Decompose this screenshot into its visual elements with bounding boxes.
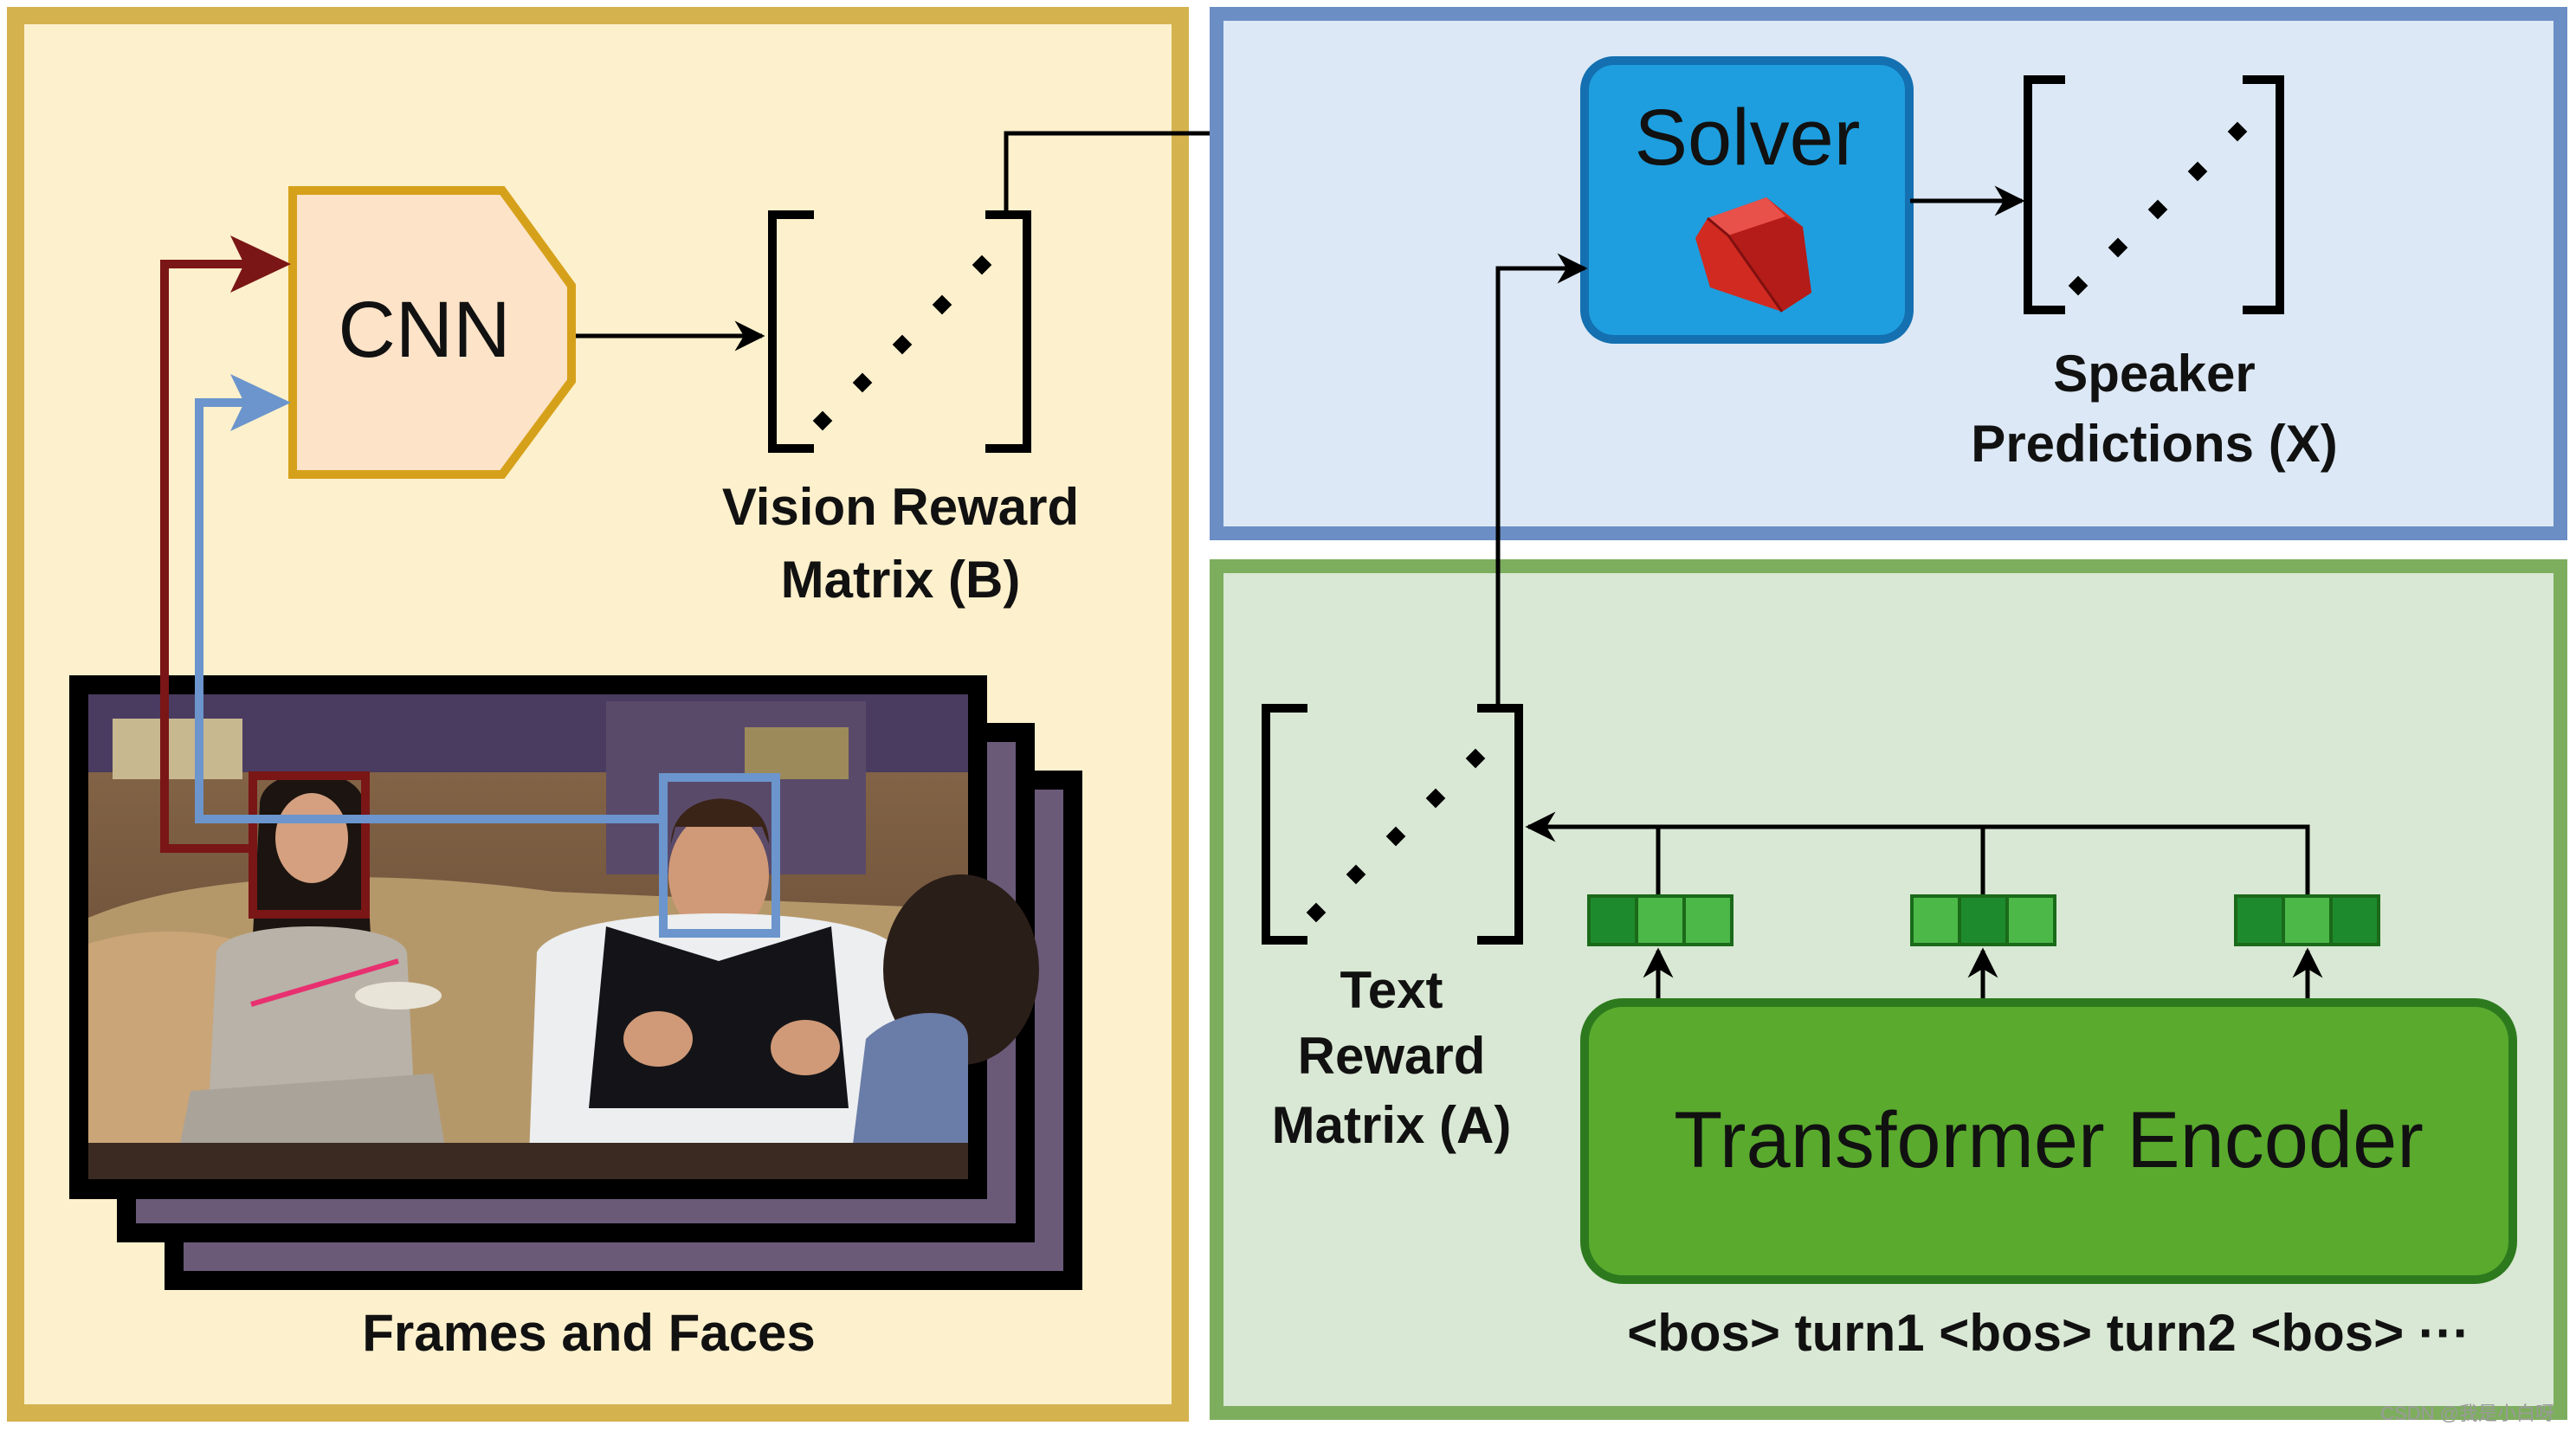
solver-block: Solver bbox=[1580, 56, 1914, 344]
speaker-label-line2: Predictions (X) bbox=[1971, 415, 2337, 473]
cnn-label: CNN bbox=[338, 286, 510, 374]
text-matrix-label-line3: Matrix (A) bbox=[1272, 1096, 1512, 1154]
token-sequence-label: <bos> turn1 <bos> turn2 <bos> ··· bbox=[1627, 1304, 2470, 1362]
speaker-label-line1: Speaker bbox=[2053, 345, 2256, 403]
cnn-block: CNN bbox=[288, 186, 576, 479]
transformer-label: Transformer Encoder bbox=[1674, 1096, 2424, 1184]
blue-face-to-cnn-connector bbox=[195, 374, 663, 823]
text-to-solver-arrow bbox=[1495, 253, 1588, 708]
frames-label: Frames and Faces bbox=[362, 1304, 816, 1362]
watermark: CSDN @我是小白呀 bbox=[2380, 1403, 2554, 1424]
text-matrix-label-line1: Text bbox=[1340, 961, 1443, 1019]
vision-matrix-label-line1: Vision Reward bbox=[722, 478, 1079, 536]
solver-label: Solver bbox=[1635, 94, 1861, 182]
text-matrix-label-line2: Reward bbox=[1298, 1027, 1486, 1085]
transformer-encoder-block: Transformer Encoder bbox=[1580, 998, 2517, 1284]
token-embedding-1 bbox=[1587, 894, 1733, 946]
token-embedding-3 bbox=[2234, 894, 2380, 946]
vision-matrix-label-line2: Matrix (B) bbox=[781, 551, 1021, 609]
token-embedding-2 bbox=[1910, 894, 2056, 946]
frame-image bbox=[88, 694, 1039, 1179]
solver-cube-icon bbox=[1695, 197, 1811, 313]
speaker-predictions-matrix bbox=[2024, 75, 2284, 314]
frame-stack bbox=[69, 675, 1082, 1290]
tokens-to-text-matrix-arrow bbox=[1525, 811, 2310, 896]
red-face-to-cnn-connector bbox=[160, 235, 291, 853]
face-box-blue bbox=[659, 773, 780, 938]
